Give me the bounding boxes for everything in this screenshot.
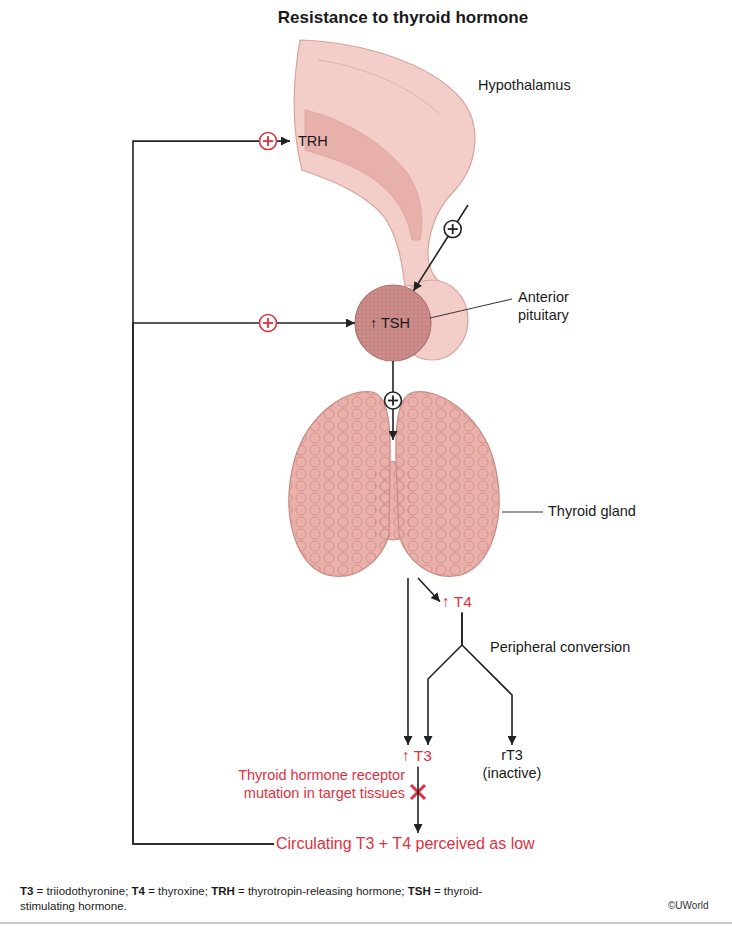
plus-sign — [260, 315, 277, 332]
abbreviation: T3 — [20, 885, 33, 897]
brain-tissue — [294, 40, 475, 286]
hormone-level: ↑ TSH — [370, 314, 410, 332]
flow-arrow — [428, 612, 462, 745]
structure-label: Thyroid gland — [548, 502, 636, 520]
plus-sign-ring — [444, 221, 461, 238]
footer-rule — [0, 923, 732, 924]
plus-sign — [385, 392, 402, 409]
thyroid-drawing — [289, 392, 499, 577]
abbreviation: TSH — [408, 885, 431, 897]
plus-sign-bar — [267, 136, 269, 146]
hormone-node: ↑ T3 — [400, 745, 434, 766]
hypothalamus-nucleus — [305, 110, 422, 240]
flow-arrow — [392, 361, 394, 440]
plus-sign — [444, 221, 461, 238]
flow-arrow — [413, 205, 468, 291]
hypothalamus-drawing — [294, 40, 475, 286]
anterior-pituitary: ↑ TSHAnterior pituitary — [355, 285, 431, 361]
copyright-mark: ©UWorld — [668, 900, 709, 913]
process-label: Peripheral conversion — [490, 638, 630, 656]
abbreviation: T4 — [132, 885, 145, 897]
thyroid-gland: Thyroid gland — [287, 440, 507, 578]
feedback-node: Circulating T3 + T4 perceived as low — [274, 833, 537, 855]
leader-line — [430, 299, 512, 318]
abbreviation: TRH — [211, 885, 235, 897]
hormone-name: rT3 (inactive) — [478, 746, 546, 782]
hypothalamus-region: HypothalamusTRH — [290, 40, 480, 205]
pituitary-drawing — [355, 280, 468, 361]
feedback-statement: Circulating T3 + T4 perceived as low — [276, 834, 535, 854]
mutation-note: Thyroid hormone receptor mutation in tar… — [205, 766, 405, 802]
structure-label: Hypothalamus — [478, 76, 571, 94]
plus-sign-bar — [267, 318, 269, 328]
flow-arrow — [133, 141, 290, 844]
leader-line — [502, 512, 543, 513]
flow-arrow — [417, 766, 419, 833]
plus-sign — [260, 133, 277, 150]
flow-arrow — [407, 578, 409, 745]
thyroid-left-lobe — [289, 392, 390, 577]
plus-sign-ring — [385, 392, 402, 409]
flow-arrow — [133, 323, 355, 844]
hormone-name: TRH — [298, 132, 328, 150]
diagram-title: Resistance to thyroid hormone — [253, 7, 553, 28]
structure-label: Anterior pituitary — [518, 288, 598, 324]
tissue-fold — [318, 60, 440, 115]
plus-sign-bar — [452, 224, 454, 234]
flow-arrow — [462, 612, 512, 745]
plus-sign-ring — [260, 315, 277, 332]
hormone-node: ↑ T4 — [440, 591, 474, 612]
figure-caption: T3 = triiodothyronine; T4 = thyroxine; T… — [20, 884, 520, 914]
hormone-level: ↑ T4 — [442, 592, 472, 611]
thyroid-right-lobe — [396, 392, 499, 577]
anterior-pituitary-texture — [355, 285, 431, 361]
flow-arrow — [418, 578, 440, 602]
plus-sign-ring — [260, 133, 277, 150]
thyroid-texture — [289, 392, 390, 577]
plus-sign-bar — [392, 396, 394, 406]
hormone-node: rT3 (inactive) — [476, 745, 548, 783]
thyroid-texture — [396, 392, 499, 577]
anterior-pituitary-shape — [355, 285, 431, 361]
hormone-level: ↑ T3 — [402, 746, 432, 765]
